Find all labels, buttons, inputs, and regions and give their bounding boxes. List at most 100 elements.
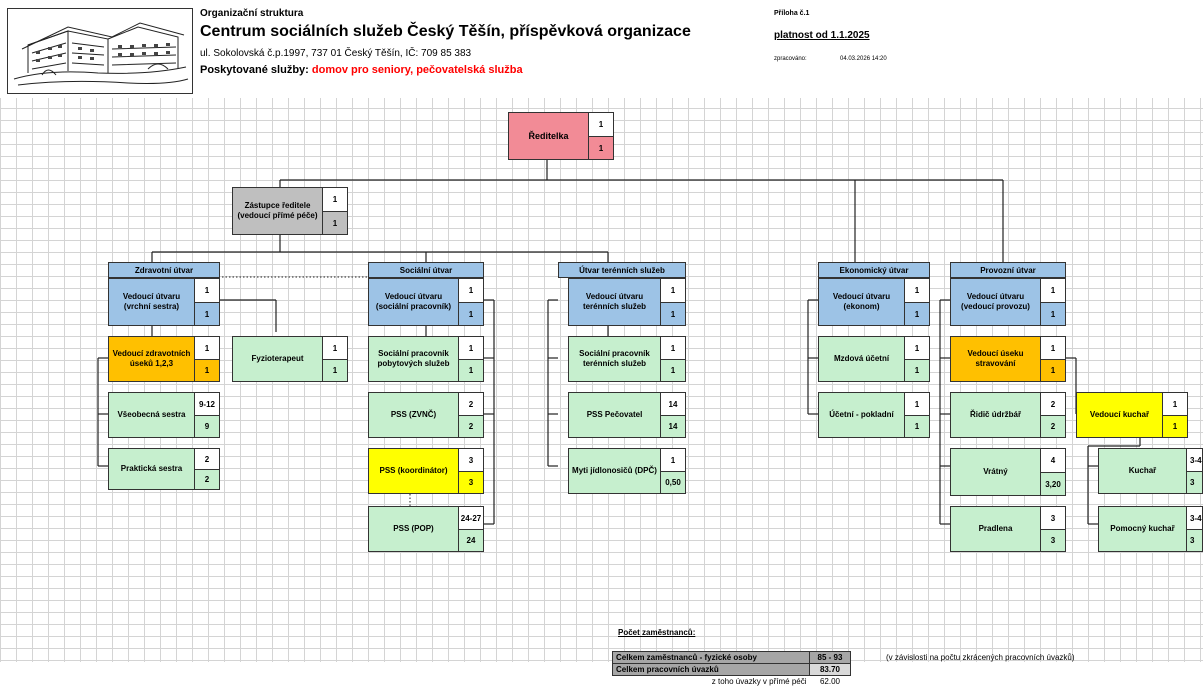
node-fte: 2 bbox=[1040, 415, 1066, 438]
node-headcount: 1 bbox=[322, 336, 348, 360]
node-headcount: 1 bbox=[904, 392, 930, 416]
node-name: Účetní - pokladní bbox=[818, 392, 905, 438]
node-fte: 3 bbox=[1040, 529, 1066, 552]
node-fte: 1 bbox=[194, 359, 220, 382]
node-social-worker: Sociální pracovník pobytových služeb 1 1 bbox=[368, 336, 484, 382]
node-driver-maintenance: Řidič údržbář 2 2 bbox=[950, 392, 1066, 438]
node-headcount: 1 bbox=[1040, 278, 1066, 303]
node-porter: Vrátný 4 3,20 bbox=[950, 448, 1066, 496]
summary-label: Celkem pracovních úvazků bbox=[613, 664, 810, 676]
node-headcount: 1 bbox=[322, 187, 348, 212]
node-cook: Kuchař 3-4 3 bbox=[1098, 448, 1203, 494]
node-fte: 24 bbox=[458, 529, 484, 552]
node-pss-caregiver: PSS Pečovatel 14 14 bbox=[568, 392, 686, 438]
department-header-social: Sociální útvar bbox=[368, 262, 484, 278]
employee-summary-table: Celkem zaměstnanců - fyzické osoby 85 - … bbox=[612, 651, 851, 687]
node-headcount: 3 bbox=[1040, 506, 1066, 530]
node-fte: 1 bbox=[194, 302, 220, 326]
node-pss-zvnc: PSS (ZVNČ) 2 2 bbox=[368, 392, 484, 438]
node-field-social-worker: Sociální pracovník terénních služeb 1 1 bbox=[568, 336, 686, 382]
node-fte: 3 bbox=[1186, 529, 1203, 552]
node-name: Vedoucí útvaru (vrchní sestra) bbox=[108, 278, 195, 326]
node-name: Vedoucí úseku stravování bbox=[950, 336, 1041, 382]
node-name: Vrátný bbox=[950, 448, 1041, 496]
department-header-operations: Provozní útvar bbox=[950, 262, 1066, 278]
node-cashier-accountant: Účetní - pokladní 1 1 bbox=[818, 392, 930, 438]
node-name: Praktická sestra bbox=[108, 448, 195, 490]
node-name: Vedoucí útvaru terénních služeb bbox=[568, 278, 661, 326]
node-name: Řidič údržbář bbox=[950, 392, 1041, 438]
node-name: Kuchař bbox=[1098, 448, 1187, 494]
node-headcount: 14 bbox=[660, 392, 686, 416]
node-name: PSS (POP) bbox=[368, 506, 459, 552]
node-fte: 1 bbox=[1040, 359, 1066, 382]
node-headcount: 1 bbox=[194, 336, 220, 360]
node-assistant-cook: Pomocný kuchař 3-4 3 bbox=[1098, 506, 1203, 552]
node-headcount: 1 bbox=[1162, 392, 1188, 416]
node-name: PSS (koordinátor) bbox=[368, 448, 459, 494]
node-health-head: Vedoucí útvaru (vrchní sestra) 1 1 bbox=[108, 278, 220, 326]
summary-label: z toho úvazky v přímé péči bbox=[613, 676, 810, 687]
employee-count-title: Počet zaměstnanců: bbox=[618, 628, 695, 637]
node-name: PSS (ZVNČ) bbox=[368, 392, 459, 438]
node-fte: 2 bbox=[194, 469, 220, 490]
node-name: Vedoucí kuchař bbox=[1076, 392, 1163, 438]
node-name: Vedoucí útvaru (sociální pracovník) bbox=[368, 278, 459, 326]
node-fte: 3 bbox=[458, 471, 484, 494]
org-chart-connectors bbox=[0, 0, 1203, 662]
node-fte: 1 bbox=[588, 136, 614, 160]
node-headcount: 1 bbox=[904, 336, 930, 360]
node-practical-nurse: Praktická sestra 2 2 bbox=[108, 448, 220, 490]
summary-note: (v závislosti na počtu zkrácených pracov… bbox=[886, 653, 1075, 662]
node-pss-coordinator: PSS (koordinátor) 3 3 bbox=[368, 448, 484, 494]
node-fte: 14 bbox=[660, 415, 686, 438]
node-fte: 1 bbox=[904, 415, 930, 438]
node-fte: 1 bbox=[904, 359, 930, 382]
node-fte: 1 bbox=[322, 211, 348, 235]
node-headcount: 2 bbox=[458, 392, 484, 416]
node-fte: 1 bbox=[322, 359, 348, 382]
node-physiotherapist: Fyzioterapeut 1 1 bbox=[232, 336, 348, 382]
node-payroll-accountant: Mzdová účetní 1 1 bbox=[818, 336, 930, 382]
node-catering-head: Vedoucí úseku stravování 1 1 bbox=[950, 336, 1066, 382]
node-general-nurse: Všeobecná sestra 9-12 9 bbox=[108, 392, 220, 438]
node-economic-head: Vedoucí útvaru (ekonom) 1 1 bbox=[818, 278, 930, 326]
node-fte: 1 bbox=[458, 302, 484, 326]
node-headcount: 1 bbox=[660, 336, 686, 360]
node-health-sections: Vedoucí zdravotních úseků 1,2,3 1 1 bbox=[108, 336, 220, 382]
node-fte: 3 bbox=[1186, 471, 1203, 494]
node-name: Vedoucí zdravotních úseků 1,2,3 bbox=[108, 336, 195, 382]
summary-row-direct-care: z toho úvazky v přímé péči 62.00 bbox=[613, 676, 851, 687]
node-headcount: 1 bbox=[194, 278, 220, 303]
node-name: Mzdová účetní bbox=[818, 336, 905, 382]
node-fte: 0,50 bbox=[660, 471, 686, 494]
node-headcount: 1 bbox=[660, 278, 686, 303]
summary-value: 62.00 bbox=[810, 676, 851, 687]
node-headcount: 1 bbox=[904, 278, 930, 303]
node-name: Všeobecná sestra bbox=[108, 392, 195, 438]
node-fte: 2 bbox=[458, 415, 484, 438]
node-fte: 1 bbox=[904, 302, 930, 326]
node-headcount: 3 bbox=[458, 448, 484, 472]
node-headcount: 4 bbox=[1040, 448, 1066, 473]
department-header-health: Zdravotní útvar bbox=[108, 262, 220, 278]
node-headcount: 1 bbox=[458, 336, 484, 360]
node-name: Sociální pracovník pobytových služeb bbox=[368, 336, 459, 382]
node-fte: 3,20 bbox=[1040, 472, 1066, 496]
node-director: Ředitelka 1 1 bbox=[508, 112, 614, 160]
node-name: Zástupce ředitele (vedoucí přímé péče) bbox=[232, 187, 323, 235]
node-name: Sociální pracovník terénních služeb bbox=[568, 336, 661, 382]
node-head-cook: Vedoucí kuchař 1 1 bbox=[1076, 392, 1188, 438]
node-fte: 1 bbox=[458, 359, 484, 382]
summary-value: 83.70 bbox=[810, 664, 851, 676]
summary-row-fte: Celkem pracovních úvazků 83.70 bbox=[613, 664, 851, 676]
node-name: Fyzioterapeut bbox=[232, 336, 323, 382]
node-headcount: 1 bbox=[458, 278, 484, 303]
node-fte: 1 bbox=[1040, 302, 1066, 326]
node-social-head: Vedoucí útvaru (sociální pracovník) 1 1 bbox=[368, 278, 484, 326]
node-headcount: 3-4 bbox=[1186, 448, 1203, 472]
node-fte: 9 bbox=[194, 415, 220, 438]
department-header-field: Útvar terénních služeb bbox=[558, 262, 686, 278]
node-operations-head: Vedoucí útvaru (vedoucí provozu) 1 1 bbox=[950, 278, 1066, 326]
node-name: Ředitelka bbox=[508, 112, 589, 160]
